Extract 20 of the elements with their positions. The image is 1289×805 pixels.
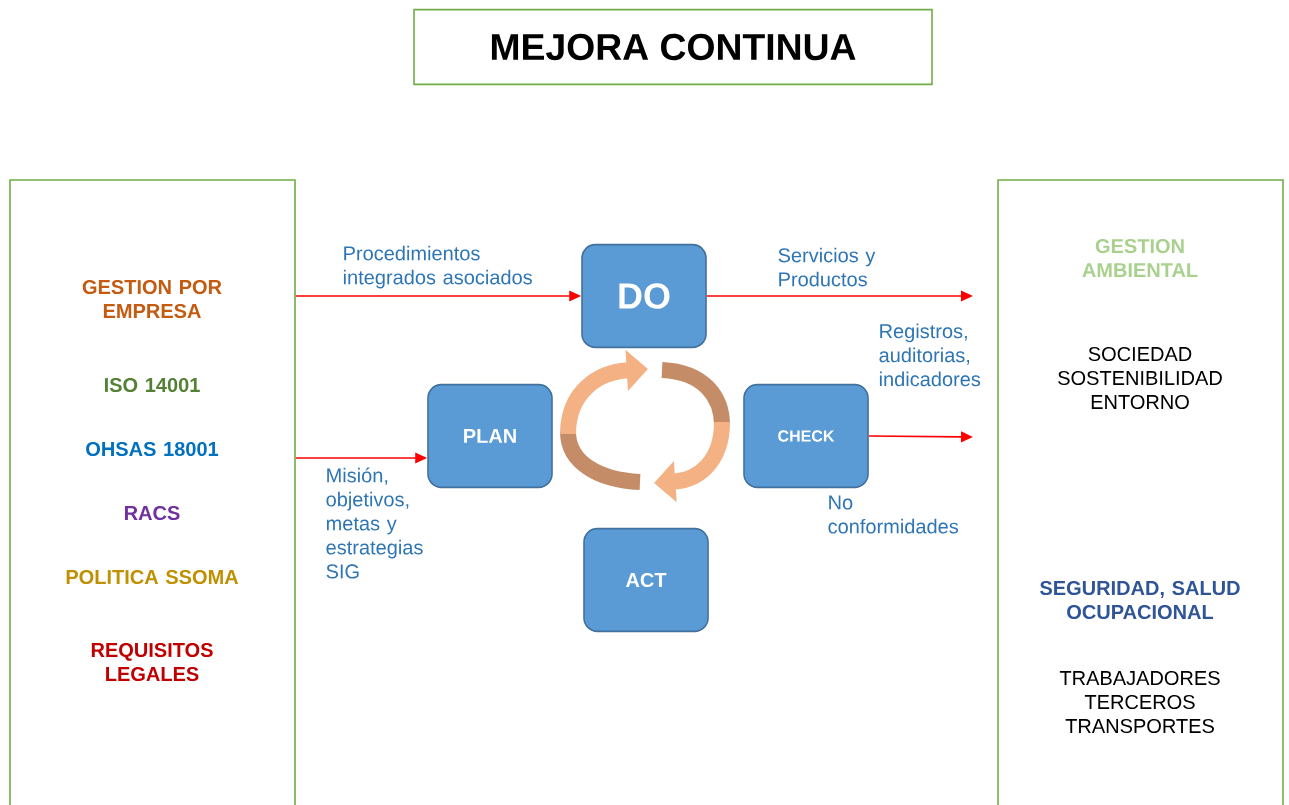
list-item: OHSAS 18001 — [86, 441, 219, 457]
process-box: DO — [581, 243, 707, 349]
note-text: Registros, auditorias, indicadores — [879, 323, 981, 387]
list-item: POLITICA SSOMA — [66, 569, 239, 585]
process-box: PLAN — [427, 383, 553, 489]
list-item: GESTION POR EMPRESA — [82, 279, 222, 319]
process-box: ACT — [583, 527, 709, 633]
title-box: MEJORA CONTINUA — [413, 8, 933, 86]
edge-label: Procedimientos integrados asociados — [343, 245, 532, 289]
panel-heading: SEGURIDAD, SALUD OCUPACIONAL — [1040, 580, 1240, 620]
list-item: REQUISITOS LEGALES — [91, 642, 213, 682]
edge-label: Misión, objetivos, metas y estrategias SIG — [326, 467, 423, 579]
panel-text: TRABAJADORES TERCEROS TRANSPORTES — [1059, 670, 1220, 734]
list-item: ISO 14001 — [105, 377, 200, 393]
panel-text: SOCIEDAD SOSTENIBILIDAD ENTORNO — [1058, 346, 1222, 410]
edge-label: No conformidades — [828, 495, 959, 534]
edge-label: Servicios y Productos — [778, 247, 876, 287]
process-box: CHECK — [743, 383, 869, 489]
list-item: RACS — [125, 505, 180, 521]
panel-heading: GESTION AMBIENTAL — [1082, 239, 1198, 277]
